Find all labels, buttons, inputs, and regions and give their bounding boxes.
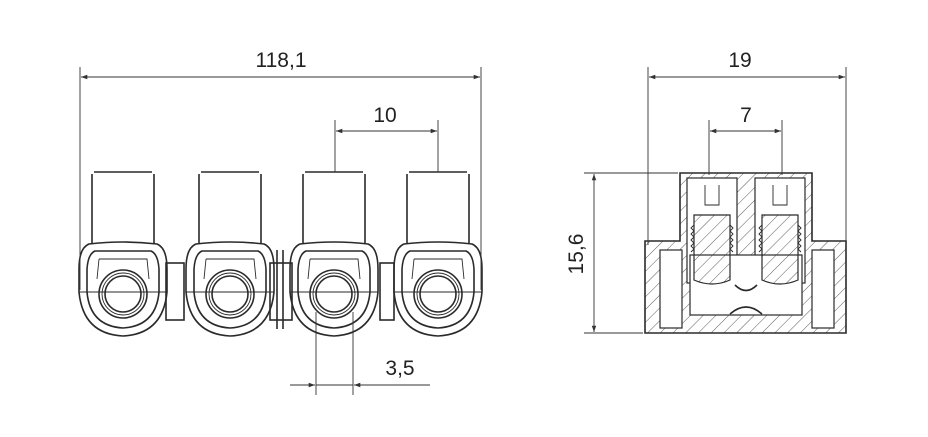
clamp-plate <box>729 284 763 315</box>
dim-label-total-width: 118,1 <box>256 49 307 72</box>
dim-label-pitch: 10 <box>373 104 396 127</box>
terminal-2 <box>185 171 275 337</box>
dim-label-side-width: 19 <box>728 49 751 72</box>
side-view: 19 7 15,6 <box>565 49 847 334</box>
terminal-4 <box>393 171 483 337</box>
dimension-hole: 3,5 <box>290 312 430 395</box>
terminal-1 <box>78 171 168 337</box>
break-lines <box>276 250 284 329</box>
dimension-total-width: 118,1 <box>79 49 482 290</box>
dim-label-side-height: 15,6 <box>565 234 588 275</box>
dimension-side-width: 19 <box>647 49 847 245</box>
terminal-3 <box>289 171 379 337</box>
front-view: 118,1 10 3,5 <box>78 49 483 395</box>
dimension-side-height: 15,6 <box>565 172 678 334</box>
dimension-screw-spacing: 7 <box>708 104 783 175</box>
dim-label-hole: 3,5 <box>385 357 414 380</box>
screw-right <box>761 214 799 285</box>
dim-label-screw-spacing: 7 <box>740 104 752 127</box>
screw-left <box>693 214 731 285</box>
dimension-pitch: 10 <box>334 104 439 172</box>
